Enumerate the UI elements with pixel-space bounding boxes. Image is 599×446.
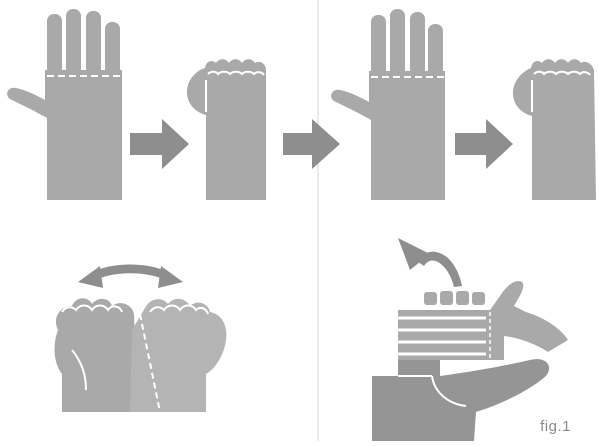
crossed-fists-icon <box>55 298 227 412</box>
fist-icon <box>187 59 266 200</box>
curved-double-arrow-icon <box>78 265 183 289</box>
figure-label: fig.1 <box>540 418 571 435</box>
open-hand-icon <box>7 9 122 200</box>
fist-icon <box>513 59 596 200</box>
right-arrow-icon <box>130 119 189 169</box>
right-arrow-icon <box>283 119 340 169</box>
curved-up-arrow-icon <box>398 238 462 287</box>
right-arrow-icon <box>455 119 513 169</box>
hand-stretch-icon <box>372 281 568 441</box>
open-hand-icon <box>331 9 445 200</box>
